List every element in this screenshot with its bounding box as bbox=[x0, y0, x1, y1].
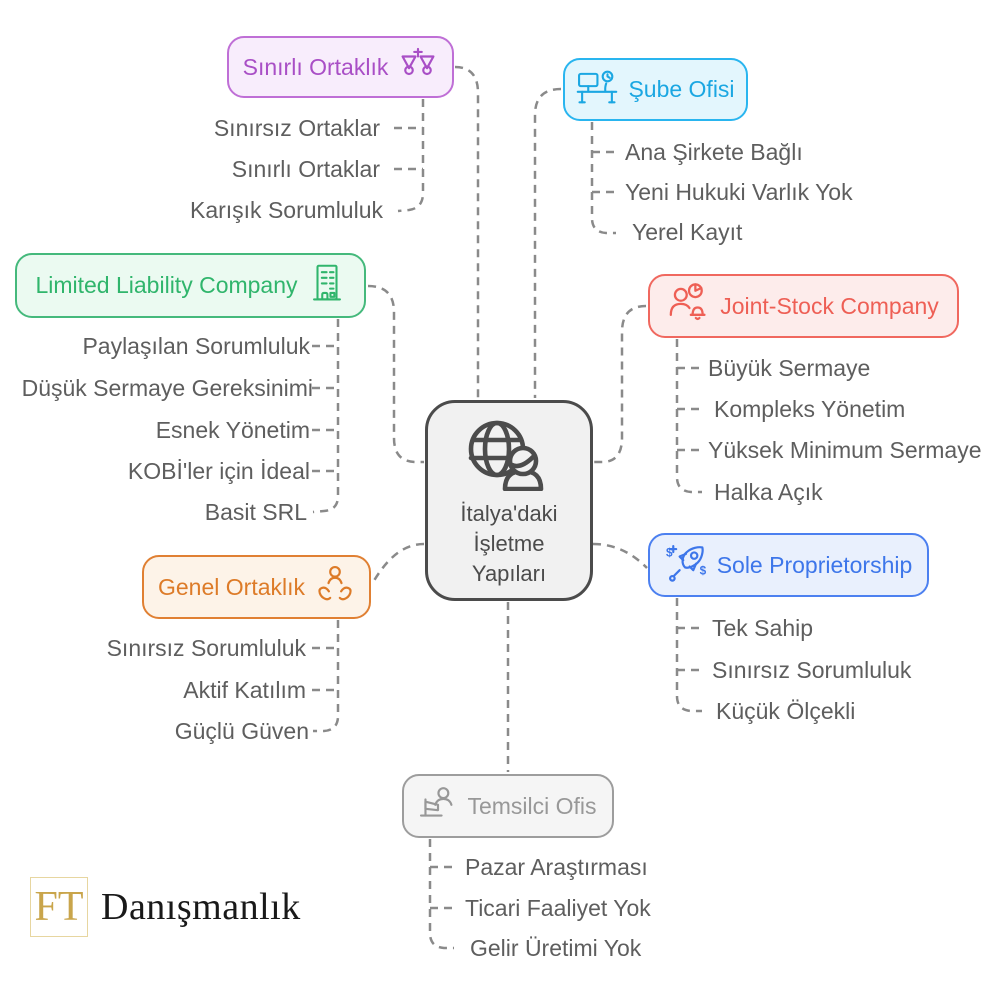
branch-child: Yeni Hukuki Varlık Yok bbox=[625, 179, 853, 205]
connector-green-center bbox=[367, 284, 424, 464]
office-building-icon bbox=[308, 263, 346, 309]
branch-child: KOBİ'ler için İdeal bbox=[127, 458, 310, 484]
node-label: Şube Ofisi bbox=[628, 76, 735, 102]
logo-mark: FT bbox=[30, 877, 88, 937]
branch-child: Tek Sahip bbox=[712, 615, 814, 641]
branch-child: Gelir Üretimi Yok bbox=[470, 935, 642, 961]
rocket-money-icon: $ $ bbox=[665, 542, 707, 588]
branch-child: Halka Açık bbox=[714, 479, 823, 505]
node-sube-ofisi: Şube Ofisi bbox=[563, 58, 748, 121]
branch-child: Güçlü Güven bbox=[174, 718, 309, 744]
node-joint-stock-company: Joint-Stock Company bbox=[648, 274, 959, 338]
node-limited-liability-company: Limited Liability Company bbox=[15, 253, 366, 318]
branch-child: Karışık Sorumluluk bbox=[189, 197, 383, 223]
svg-text:$: $ bbox=[666, 546, 673, 560]
brand-logo: FT Danışmanlık bbox=[30, 877, 301, 937]
node-temsilci-ofis: Temsilci Ofis bbox=[402, 774, 614, 838]
person-flag-icon bbox=[419, 786, 457, 826]
node-label: Sınırlı Ortaklık bbox=[242, 53, 389, 80]
branch-child: Paylaşılan Sorumluluk bbox=[82, 333, 310, 359]
branch-child: Sınırsız Sorumluluk bbox=[712, 657, 912, 683]
node-label: Limited Liability Company bbox=[35, 272, 298, 298]
node-label: Sole Proprietorship bbox=[716, 551, 913, 578]
branch-child: Ticari Faaliyet Yok bbox=[465, 895, 651, 921]
branch-child: Büyük Sermaye bbox=[708, 355, 871, 381]
connector-red-children bbox=[675, 339, 702, 494]
desk-icon bbox=[576, 69, 618, 111]
branch-child: Pazar Araştırması bbox=[465, 854, 648, 880]
connector-orange-children bbox=[313, 620, 340, 733]
branch-child: Kompleks Yönetim bbox=[714, 396, 906, 422]
branch-child: Sınırsız Sorumluluk bbox=[106, 635, 306, 661]
connector-blue-center bbox=[592, 542, 648, 569]
connector-blue-children bbox=[675, 598, 702, 713]
connector-green-children bbox=[312, 319, 340, 514]
connector-cyan-children bbox=[590, 122, 616, 235]
node-label: Genel Ortaklık bbox=[158, 573, 305, 600]
branch-child: Sınırsız Ortaklar bbox=[213, 115, 380, 141]
branch-child: Küçük Ölçekli bbox=[716, 698, 856, 724]
central-node-label-line: İtalya'daki bbox=[460, 500, 558, 526]
node-label: Temsilci Ofis bbox=[467, 792, 597, 819]
node-label: Joint-Stock Company bbox=[720, 292, 939, 319]
branch-child: Sınırlı Ortaklar bbox=[231, 156, 380, 182]
central-node: İtalya'daki İşletme Yapıları bbox=[425, 400, 593, 601]
node-sinirli-ortaklik: Sınırlı Ortaklık bbox=[227, 36, 454, 98]
branch-child: Basit SRL bbox=[204, 499, 307, 525]
connector-orange-center bbox=[370, 542, 425, 585]
central-node-label-line: Yapıları bbox=[471, 560, 547, 586]
branch-child: Yüksek Minimum Sermaye bbox=[708, 437, 982, 463]
branch-child: Esnek Yönetim bbox=[155, 417, 310, 443]
branch-child: Düşük Sermaye Gereksinimi bbox=[21, 375, 313, 401]
central-node-label-line: İşletme bbox=[473, 530, 545, 556]
svg-text:$: $ bbox=[699, 564, 706, 578]
connector-red-center bbox=[593, 304, 647, 464]
branch-child: Ana Şirkete Bağlı bbox=[625, 139, 803, 165]
person-chart-bell-icon bbox=[668, 283, 710, 329]
connector-purple-center bbox=[454, 65, 480, 398]
node-sole-proprietorship: $ $ Sole Proprietorship bbox=[648, 533, 929, 597]
connector-cyan-center bbox=[533, 87, 562, 398]
logo-name: Danışmanlık bbox=[101, 886, 301, 928]
connector-gray-children bbox=[428, 839, 454, 950]
node-genel-ortaklik: Genel Ortaklık bbox=[142, 555, 371, 619]
connector-purple-children bbox=[397, 99, 425, 213]
hands-person-icon bbox=[315, 564, 355, 610]
branch-child: Aktif Katılım bbox=[183, 677, 306, 703]
scales-icon bbox=[398, 46, 438, 88]
globe-user-icon bbox=[461, 419, 557, 499]
branch-child: Yerel Kayıt bbox=[632, 219, 743, 245]
